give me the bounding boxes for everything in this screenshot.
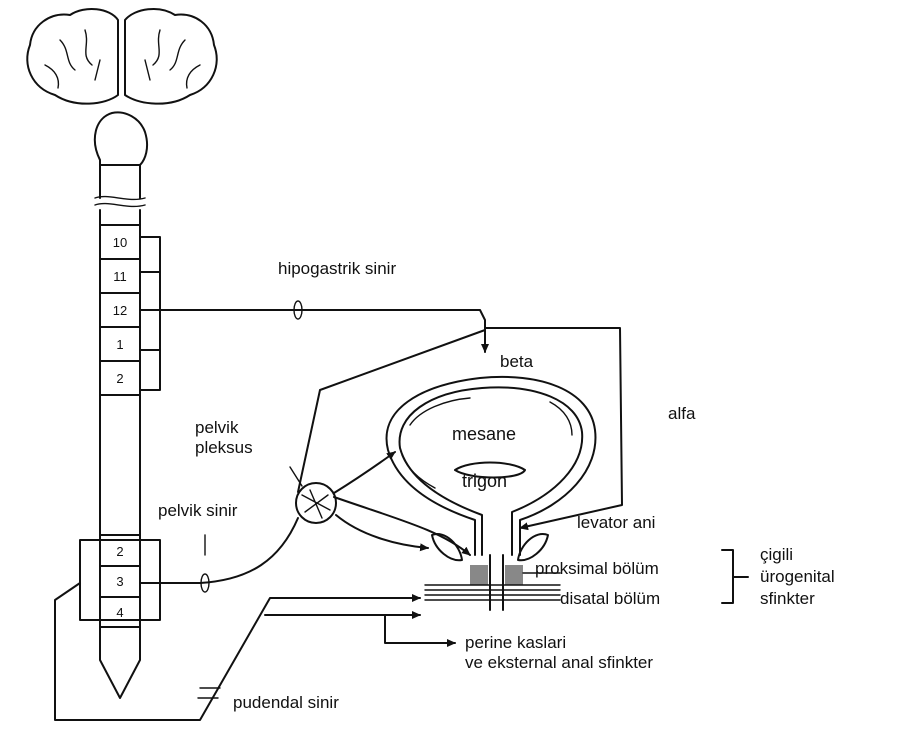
label-mesane: mesane — [452, 424, 516, 444]
label-pelvik-pleksus-1: pelvik — [195, 418, 239, 437]
segment-label-10: 10 — [113, 235, 127, 250]
segment-label-12: 12 — [113, 303, 127, 318]
label-sfinkter: sfinkter — [760, 589, 815, 608]
label-pudendal: pudendal sinir — [233, 693, 339, 712]
label-levator: levator ani — [577, 513, 655, 532]
label-urogenital: ürogenital — [760, 567, 835, 586]
segment-label-11: 11 — [113, 269, 127, 284]
label-pelvik-sinir: pelvik sinir — [158, 501, 238, 520]
segment-label-1: 1 — [116, 337, 123, 352]
label-disatal: disatal bölüm — [560, 589, 660, 608]
sphincter-bracket — [722, 550, 748, 603]
labels: hipogastrik sinir beta alfa pelvik pleks… — [158, 259, 835, 712]
label-cigili: çigili — [760, 545, 793, 564]
label-beta: beta — [500, 352, 534, 371]
pelvic-plexus — [140, 330, 485, 592]
lower-segments: 2 3 4 — [80, 535, 160, 627]
brain-drawing — [27, 9, 216, 165]
label-alfa: alfa — [668, 404, 696, 423]
label-proksimal: proksimal bölüm — [535, 559, 659, 578]
hypogastric-nerve — [140, 301, 622, 528]
segment-label-s3: 3 — [116, 574, 123, 589]
label-perine-2: ve eksternal anal sfinkter — [465, 653, 653, 672]
segment-label-2: 2 — [116, 371, 123, 386]
segment-label-s2: 2 — [116, 544, 123, 559]
label-pelvik-pleksus-2: pleksus — [195, 438, 253, 457]
label-trigon: trigon — [462, 471, 507, 491]
label-hipogastrik: hipogastrik sinir — [278, 259, 396, 278]
label-perine-1: perine kaslari — [465, 633, 566, 652]
segment-label-s4: 4 — [116, 605, 123, 620]
